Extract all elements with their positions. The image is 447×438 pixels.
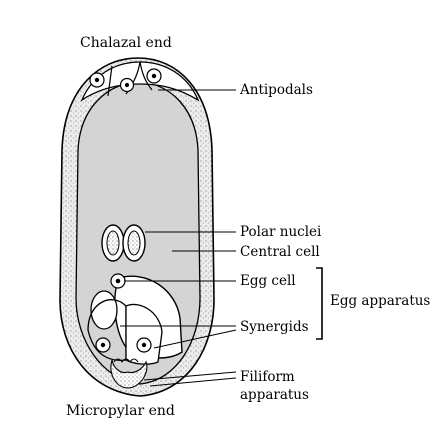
chalazal-end-label: Chalazal end [80, 35, 172, 51]
filiform-label-line1: Filiform [240, 369, 295, 385]
synergids-label: Synergids [240, 319, 309, 335]
egg-cell-label: Egg cell [240, 273, 296, 289]
filiform-label-line2: apparatus [240, 387, 309, 403]
egg-apparatus-label: Egg apparatus [330, 293, 430, 309]
micropylar-end-label: Micropylar end [66, 403, 175, 419]
central-cell-label: Central cell [240, 244, 320, 260]
antipodals-label: Antipodals [239, 82, 313, 98]
polar-nuclei-label: Polar nuclei [240, 224, 322, 240]
